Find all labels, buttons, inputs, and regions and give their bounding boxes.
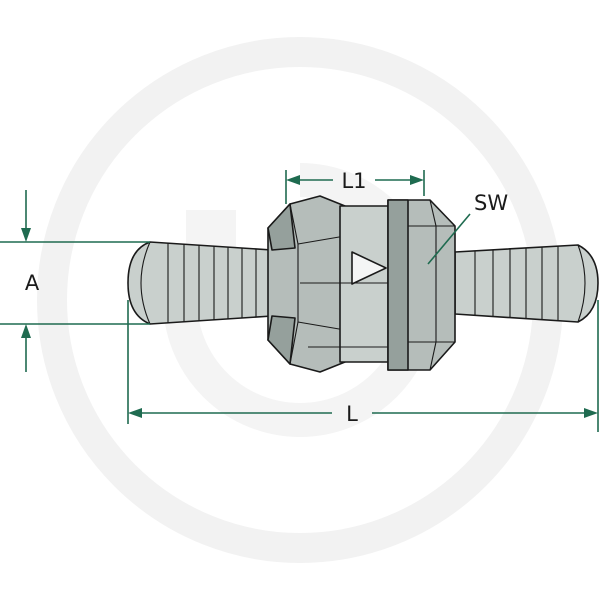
label-l1: L1 <box>341 169 366 193</box>
left-hex-nut <box>267 195 346 373</box>
dimension-sw: SW <box>427 191 508 265</box>
dimension-l1: L1 <box>285 169 425 204</box>
label-sw: SW <box>474 191 508 215</box>
left-hose-barb <box>127 241 273 325</box>
label-l: L <box>346 402 358 426</box>
dimension-a: A <box>0 190 150 372</box>
valve-body <box>300 205 393 363</box>
flow-direction-arrow <box>351 251 387 285</box>
right-hose-barb <box>454 244 599 323</box>
right-hex-nut <box>387 199 456 371</box>
label-a: A <box>25 271 40 295</box>
dimension-l: L <box>127 300 599 432</box>
